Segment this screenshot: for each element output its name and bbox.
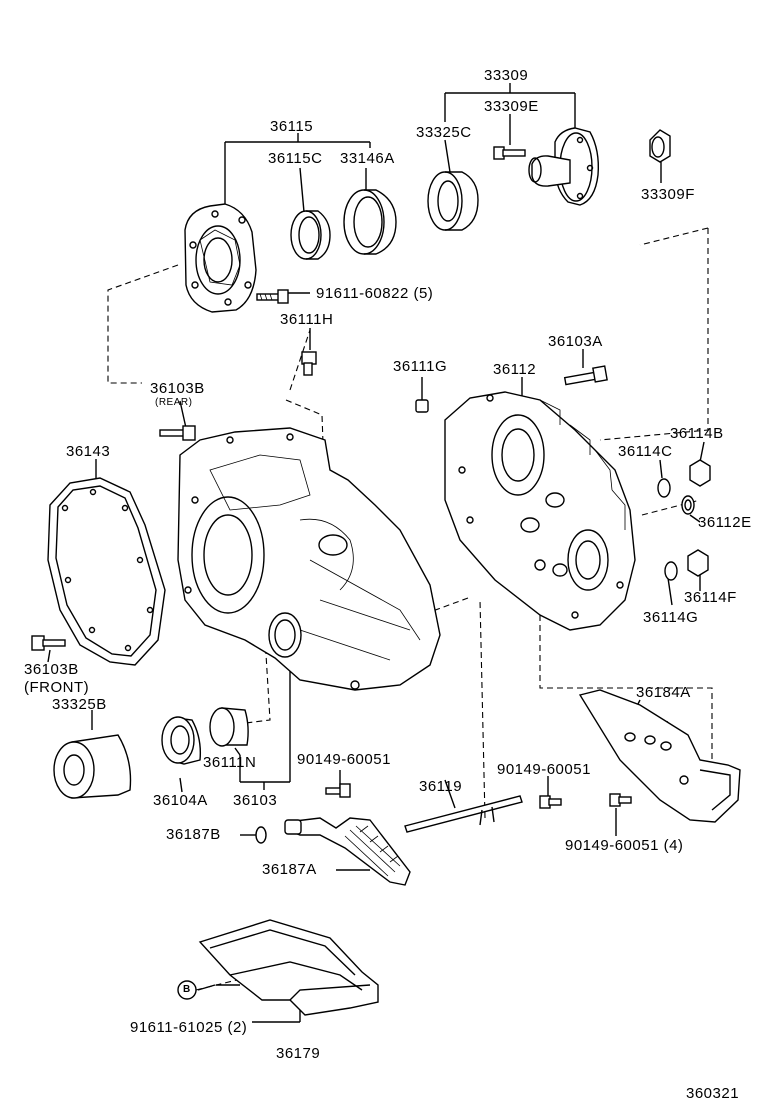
cover-36184a	[578, 689, 741, 823]
plug-36111g	[415, 399, 429, 413]
label-36114f: 36114F	[684, 589, 737, 606]
bolt-36103a	[563, 365, 608, 386]
label-33146a: 33146A	[340, 150, 395, 167]
label-36179: 36179	[276, 1045, 321, 1062]
label-91611-61025: 91611-61025 (2)	[130, 1019, 248, 1036]
bolt-91611-60822	[256, 289, 289, 304]
seal-33325c	[427, 171, 479, 231]
label-90149-60051-center: 90149-60051	[497, 761, 591, 778]
case-36103	[177, 427, 441, 691]
label-36114g: 36114G	[643, 609, 699, 626]
label-front: (FRONT)	[24, 679, 90, 696]
label-36103b-rear: 36103B	[150, 380, 205, 397]
ring-33146a	[343, 189, 397, 255]
nut-33309f	[649, 129, 671, 163]
bushing-36111n	[209, 707, 249, 747]
flange-33309	[528, 127, 600, 206]
label-36115: 36115	[270, 118, 314, 135]
bolt-33309e	[493, 146, 526, 160]
label-36114c: 36114C	[618, 443, 673, 460]
label-36111g: 36111G	[393, 358, 448, 375]
label-36187b: 36187B	[166, 826, 221, 843]
label-33309e: 33309E	[484, 98, 539, 115]
plug-36111h	[301, 351, 317, 376]
extension-housing-36115	[184, 203, 257, 313]
label-36143: 36143	[66, 443, 111, 460]
label-36114b: 36114B	[670, 425, 724, 442]
label-36115c: 36115C	[268, 150, 323, 167]
case-36112	[444, 391, 636, 631]
label-36112: 36112	[493, 361, 537, 378]
label-36119: 36119	[419, 778, 463, 795]
label-36103b-front: 36103B	[24, 661, 79, 678]
rod-36119	[404, 795, 523, 833]
bolt-36103b-front	[31, 635, 66, 651]
label-33309: 33309	[484, 67, 529, 84]
strainer-36187a	[284, 817, 411, 886]
label-90149-60051-4: 90149-60051 (4)	[565, 837, 684, 854]
label-36112e: 36112E	[698, 514, 752, 531]
bolt-90149-60051-right	[609, 793, 632, 807]
label-33325b: 33325B	[52, 696, 107, 713]
bolt-mark-letter: B	[183, 984, 191, 995]
bolt-90149-60051-left	[325, 783, 351, 798]
label-rear: (REAR)	[155, 397, 193, 408]
bolt-90149-60051-center	[539, 795, 562, 809]
label-33309f: 33309F	[641, 186, 695, 203]
gasket-36143	[47, 477, 166, 666]
bolt-36103b-rear	[159, 425, 196, 441]
seal-36115c	[290, 210, 331, 260]
seal-36104a	[161, 716, 202, 765]
label-36111h: 36111H	[280, 311, 334, 328]
diagram-code: 360321	[686, 1085, 740, 1102]
pan-36179	[198, 919, 379, 1016]
label-36187a: 36187A	[262, 861, 317, 878]
label-36103: 36103	[233, 792, 278, 809]
label-91611-60822: 91611-60822 (5)	[316, 285, 434, 302]
label-36184a: 36184A	[636, 684, 691, 701]
oring-36187b	[255, 826, 267, 844]
seal-33325b	[53, 734, 132, 799]
small-parts-right	[657, 459, 711, 581]
label-36104a: 36104A	[153, 792, 208, 809]
label-33325c: 33325C	[416, 124, 472, 141]
label-36111n: 36111N	[203, 754, 257, 771]
bolt-marker-91611-61025	[177, 980, 197, 1000]
label-36103a: 36103A	[548, 333, 603, 350]
label-90149-60051-left: 90149-60051	[297, 751, 391, 768]
